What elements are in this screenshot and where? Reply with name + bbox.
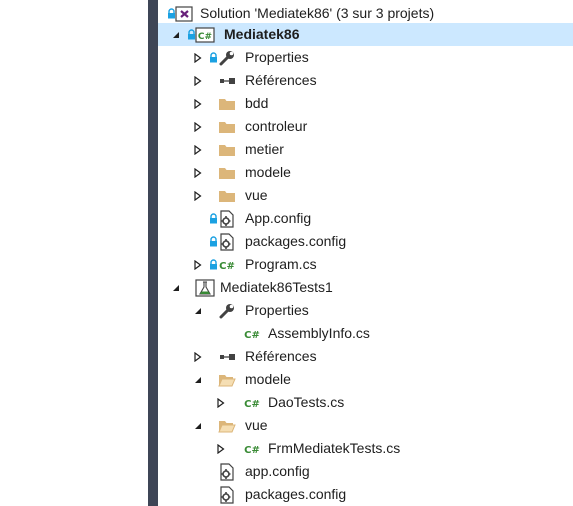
tree-row-folder-vue[interactable]: vue (158, 184, 573, 207)
tree-row-project-mediatek86[interactable]: C# Mediatek86 (158, 23, 573, 46)
tree-row-program-cs[interactable]: C# Program.cs (158, 253, 573, 276)
csharp-file-icon: C# (242, 391, 262, 414)
tree-row-solution[interactable]: Solution 'Mediatek86' (3 sur 3 projets) (158, 2, 573, 25)
svg-text:C#: C# (219, 261, 235, 272)
project-label: Mediatek86Tests1 (220, 279, 333, 295)
expand-icon[interactable] (215, 391, 227, 414)
lock-icon (208, 230, 218, 253)
expand-icon[interactable] (192, 138, 204, 161)
expand-icon[interactable] (192, 115, 204, 138)
tree-row-tests-folder-vue[interactable]: vue (158, 414, 573, 437)
folder-icon (217, 115, 237, 138)
tree-row-tests-app-config[interactable]: app.config (158, 460, 573, 483)
item-label: Properties (245, 49, 309, 65)
item-label: modele (245, 164, 291, 180)
item-label: packages.config (245, 233, 347, 249)
svg-text:C#: C# (244, 330, 260, 341)
item-label: bdd (245, 95, 269, 111)
expand-icon[interactable] (192, 161, 204, 184)
tree-row-assemblyinfo[interactable]: C# AssemblyInfo.cs (158, 322, 573, 345)
lock-icon (208, 207, 218, 230)
item-label: Properties (245, 302, 309, 318)
folder-open-icon (217, 368, 237, 391)
expand-icon[interactable] (192, 184, 204, 207)
collapse-icon[interactable] (192, 414, 204, 437)
config-file-icon (217, 483, 237, 506)
item-label: Références (245, 72, 317, 88)
svg-text:C#: C# (198, 32, 212, 42)
tree-row-packages-config[interactable]: packages.config (158, 230, 573, 253)
expand-icon[interactable] (215, 437, 227, 460)
tree-row-daotests[interactable]: C# DaoTests.cs (158, 391, 573, 414)
expand-icon[interactable] (192, 92, 204, 115)
folder-icon (217, 184, 237, 207)
svg-text:C#: C# (244, 399, 260, 410)
item-label: metier (245, 141, 284, 157)
folder-open-icon (217, 414, 237, 437)
csharp-file-icon: C# (242, 437, 262, 460)
references-icon (217, 69, 237, 92)
item-label: modele (245, 371, 291, 387)
tree-row-app-config[interactable]: App.config (158, 207, 573, 230)
item-label: app.config (245, 463, 310, 479)
lock-icon (186, 23, 196, 46)
item-label: vue (245, 187, 268, 203)
test-project-icon (195, 276, 215, 299)
tree-row-folder-bdd[interactable]: bdd (158, 92, 573, 115)
expand-icon[interactable] (192, 253, 204, 276)
collapse-icon[interactable] (192, 299, 204, 322)
expand-icon[interactable] (192, 345, 204, 368)
tree-row-properties[interactable]: Properties (158, 46, 573, 69)
item-label: vue (245, 417, 268, 433)
lock-icon (166, 2, 176, 25)
item-label: packages.config (245, 486, 347, 502)
solution-icon (174, 2, 194, 25)
item-label: Program.cs (245, 256, 317, 272)
svg-text:C#: C# (244, 445, 260, 456)
left-pane (0, 0, 148, 506)
project-label: Mediatek86 (224, 26, 300, 42)
folder-icon (217, 92, 237, 115)
lock-icon (208, 253, 218, 276)
pane-splitter[interactable] (148, 0, 158, 506)
csharp-file-icon: C# (217, 253, 237, 276)
expand-icon[interactable] (192, 69, 204, 92)
expand-collapse-icon[interactable] (170, 276, 182, 299)
csharp-project-icon: C# (195, 23, 215, 46)
item-label: FrmMediatekTests.cs (268, 440, 401, 456)
item-label: controleur (245, 118, 308, 134)
solution-label: Solution 'Mediatek86' (3 sur 3 projets) (200, 5, 435, 21)
expand-icon[interactable] (192, 46, 204, 69)
folder-icon (217, 138, 237, 161)
tree-row-folder-metier[interactable]: metier (158, 138, 573, 161)
item-label: App.config (245, 210, 312, 226)
tree-row-folder-controleur[interactable]: controleur (158, 115, 573, 138)
tree-row-tests-properties[interactable]: Properties (158, 299, 573, 322)
collapse-icon[interactable] (192, 368, 204, 391)
tree-row-tests-references[interactable]: Références (158, 345, 573, 368)
wrench-icon (217, 299, 237, 322)
config-file-icon (217, 460, 237, 483)
wrench-icon (217, 46, 237, 69)
tree-row-frmmediatektests[interactable]: C# FrmMediatekTests.cs (158, 437, 573, 460)
config-file-icon (217, 207, 237, 230)
folder-icon (217, 161, 237, 184)
solution-explorer-tree: Solution 'Mediatek86' (3 sur 3 projets) … (158, 0, 573, 506)
references-icon (217, 345, 237, 368)
csharp-file-icon: C# (242, 322, 262, 345)
config-file-icon (217, 230, 237, 253)
tree-row-references[interactable]: Références (158, 69, 573, 92)
tree-row-tests-folder-modele[interactable]: modele (158, 368, 573, 391)
item-label: DaoTests.cs (268, 394, 345, 410)
tree-row-project-tests[interactable]: Mediatek86Tests1 (158, 276, 573, 299)
item-label: Références (245, 348, 317, 364)
tree-row-tests-packages-config[interactable]: packages.config (158, 483, 573, 506)
lock-icon (208, 46, 218, 69)
expand-collapse-icon[interactable] (170, 23, 182, 46)
tree-row-folder-modele[interactable]: modele (158, 161, 573, 184)
item-label: AssemblyInfo.cs (268, 325, 370, 341)
